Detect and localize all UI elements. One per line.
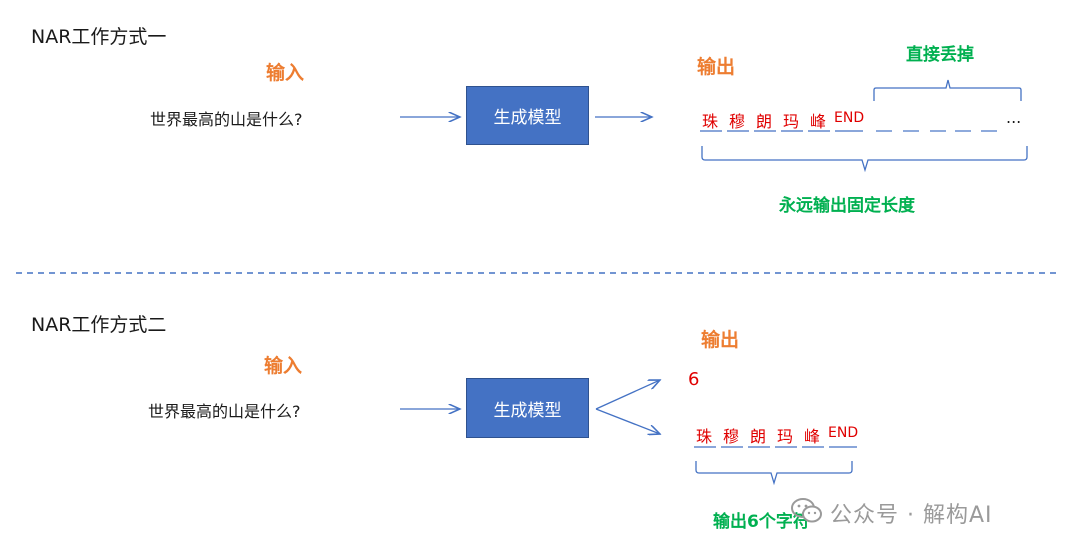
arrow-model-to-tokens (595, 408, 660, 434)
section1-token: 玛 (783, 112, 800, 131)
section2-token: 穆 (723, 427, 740, 446)
section1-token: 珠 (702, 112, 719, 131)
section2-model-box: 生成模型 (466, 378, 589, 438)
section2-title: NAR工作方式二 (31, 314, 167, 336)
section2-length-value: 6 (688, 369, 700, 390)
section2-token: 朗 (750, 427, 767, 446)
section1-token: 峰 (810, 112, 827, 131)
section2-question: 世界最高的山是什么? (148, 402, 301, 421)
watermark-text: 公众号 · 解构AI (830, 503, 993, 528)
brace-count (695, 461, 853, 486)
section1-fixed-length-label: 永远输出固定长度 (779, 196, 915, 216)
section1-question: 世界最高的山是什么? (150, 110, 303, 129)
section2-token-end: END (828, 425, 859, 441)
section1-model-box: 生成模型 (466, 86, 589, 145)
wechat-icon (791, 498, 822, 523)
section2-input-label: 输入 (264, 355, 303, 377)
section1-title: NAR工作方式一 (31, 26, 167, 48)
section2-token: 峰 (804, 427, 821, 446)
brace-fixed-length (701, 146, 1028, 173)
section1-token: 穆 (729, 112, 746, 131)
brace-drop (873, 79, 1022, 101)
section2-output-label: 输出 (701, 329, 740, 351)
section1-token-end: END (834, 110, 865, 126)
section1-output-label: 输出 (697, 56, 736, 78)
section1-ellipsis: ... (1006, 108, 1022, 127)
section1-token: 朗 (756, 112, 773, 131)
section1-drop-label: 直接丢掉 (906, 45, 974, 65)
section2-count-label: 输出6个字符 (713, 512, 810, 532)
section1-input-label: 输入 (266, 62, 305, 84)
arrow-model-to-length (595, 380, 660, 410)
section2-token: 珠 (696, 427, 713, 446)
section2-token: 玛 (777, 427, 794, 446)
